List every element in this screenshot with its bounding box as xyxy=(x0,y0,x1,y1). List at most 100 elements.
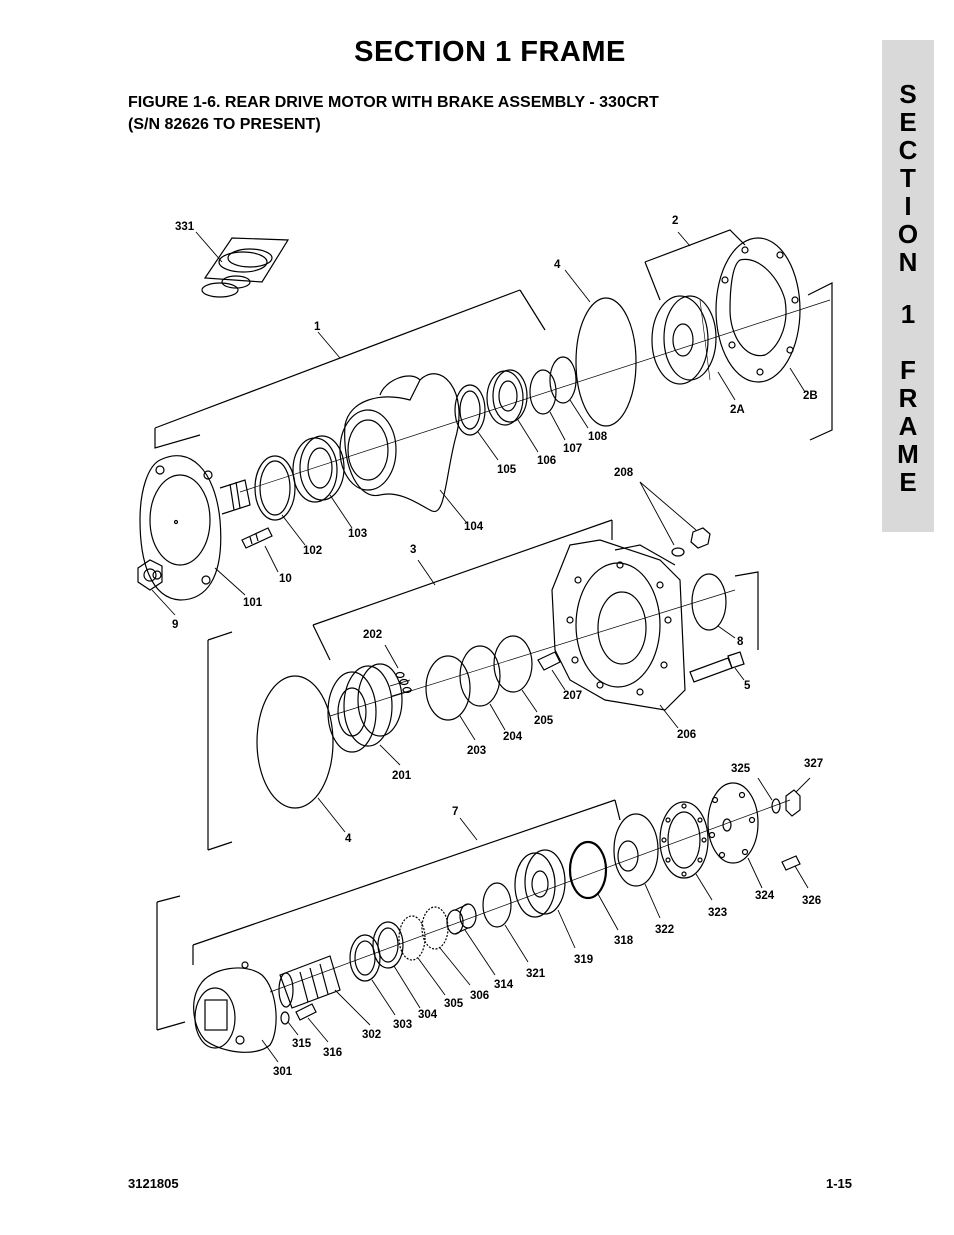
callout-9: 9 xyxy=(172,619,178,631)
callout-319: 319 xyxy=(574,954,593,966)
drive-shaft-302 xyxy=(278,955,371,1026)
callout-201: 201 xyxy=(392,770,412,782)
assembly-bracket-2 xyxy=(644,229,833,441)
callout-325: 325 xyxy=(731,763,751,775)
bushing-314 xyxy=(446,903,496,976)
callout-2b: 2B xyxy=(803,390,818,402)
bearing-103 xyxy=(292,435,353,529)
callout-322: 322 xyxy=(655,924,674,936)
assembly-bracket-7 xyxy=(156,799,621,1031)
flange-101 xyxy=(139,455,246,601)
axis-line-top xyxy=(239,299,831,493)
ring-108 xyxy=(549,356,589,429)
pressure-plate-319 xyxy=(514,849,576,949)
callout-204: 204 xyxy=(503,731,523,743)
rotor-2a xyxy=(651,295,736,401)
callout-206: 206 xyxy=(677,729,696,741)
bolt-5 xyxy=(689,651,745,683)
tab-letter: A xyxy=(898,411,918,441)
stator-2b xyxy=(715,237,806,393)
housing-104 xyxy=(339,373,467,523)
callout-1: 1 xyxy=(314,321,321,333)
seal-ring-102 xyxy=(254,455,306,546)
o-ring-8 xyxy=(691,573,736,639)
assembly-bracket-3 xyxy=(207,519,759,851)
tab-letter: E xyxy=(899,107,917,137)
callout-327: 327 xyxy=(804,758,823,770)
callout-10: 10 xyxy=(279,573,292,585)
o-ring-204 xyxy=(459,645,506,731)
callout-202: 202 xyxy=(363,629,382,641)
seal-kit-331 xyxy=(195,231,290,298)
assembly-bracket-1 xyxy=(154,289,546,449)
callout-326: 326 xyxy=(802,895,821,907)
callout-4-middle: 4 xyxy=(345,833,352,845)
tab-letter: O xyxy=(897,219,919,249)
callout-318: 318 xyxy=(614,935,634,947)
callout-107: 107 xyxy=(563,443,582,455)
brake-housing-206 xyxy=(551,539,686,729)
tab-letter: N xyxy=(898,247,918,277)
piston-201 xyxy=(327,663,413,766)
callout-101: 101 xyxy=(243,597,263,609)
callout-314: 314 xyxy=(494,979,514,991)
bolt-326 xyxy=(781,855,809,889)
o-ring-203 xyxy=(425,655,476,741)
tab-letter: T xyxy=(900,163,916,193)
tab-letter: S xyxy=(899,79,917,109)
motor-housing-301 xyxy=(193,961,279,1063)
page-number: 1-15 xyxy=(826,1176,853,1191)
o-ring-4-top xyxy=(564,269,637,427)
o-ring-4-middle xyxy=(256,675,346,833)
callout-315: 315 xyxy=(292,1038,312,1050)
bolt-316 xyxy=(295,1003,329,1043)
callout-208: 208 xyxy=(614,467,634,479)
callout-labels: 331 2 4 1 2A 2B 108 107 106 105 208 104 … xyxy=(172,215,823,1078)
callout-2: 2 xyxy=(672,215,678,227)
section-title: SECTION 1 FRAME xyxy=(354,36,626,68)
ring-321 xyxy=(482,882,529,963)
callout-302: 302 xyxy=(362,1029,381,1041)
callout-103: 103 xyxy=(348,528,367,540)
springs-202 xyxy=(384,644,412,694)
figure-title: FIGURE 1-6. REAR DRIVE MOTOR WITH BRAKE … xyxy=(128,92,659,136)
thrust-washer-304 xyxy=(372,921,421,1009)
plug-327 xyxy=(785,777,811,817)
callout-305: 305 xyxy=(444,998,464,1010)
figure-title-line2: (S/N 82626 TO PRESENT) xyxy=(128,116,321,133)
disc-305 xyxy=(398,915,446,996)
callout-316: 316 xyxy=(323,1047,342,1059)
ring-105 xyxy=(454,384,499,461)
callout-105: 105 xyxy=(497,464,517,476)
gasket-323 xyxy=(659,801,713,901)
callout-331: 331 xyxy=(175,221,195,233)
washer-325 xyxy=(757,777,781,814)
bearing-106 xyxy=(486,369,539,453)
callout-108: 108 xyxy=(588,431,608,443)
plate-322 xyxy=(613,813,661,919)
callout-303: 303 xyxy=(393,1019,412,1031)
tab-letter: M xyxy=(897,439,919,469)
nut-9 xyxy=(137,559,176,616)
axis-line-bottom xyxy=(269,799,791,993)
o-ring-318 xyxy=(568,840,619,931)
callout-8: 8 xyxy=(737,636,744,648)
tab-letter: C xyxy=(898,135,918,165)
figure-title-line1: FIGURE 1-6. REAR DRIVE MOTOR WITH BRAKE … xyxy=(128,94,659,111)
ring-107 xyxy=(529,369,566,441)
callout-207: 207 xyxy=(563,690,582,702)
callout-306: 306 xyxy=(470,990,489,1002)
callout-5: 5 xyxy=(744,680,751,692)
bolt-10 xyxy=(241,527,279,573)
callout-323: 323 xyxy=(708,907,727,919)
callout-106: 106 xyxy=(537,455,556,467)
pin-207 xyxy=(537,651,566,691)
o-ring-205 xyxy=(493,635,538,713)
fittings-208 xyxy=(639,481,711,557)
callout-2a: 2A xyxy=(730,404,745,416)
callout-203: 203 xyxy=(467,745,486,757)
tab-letter: F xyxy=(900,355,916,385)
tab-letter: E xyxy=(899,467,917,497)
callout-304: 304 xyxy=(418,1009,438,1021)
